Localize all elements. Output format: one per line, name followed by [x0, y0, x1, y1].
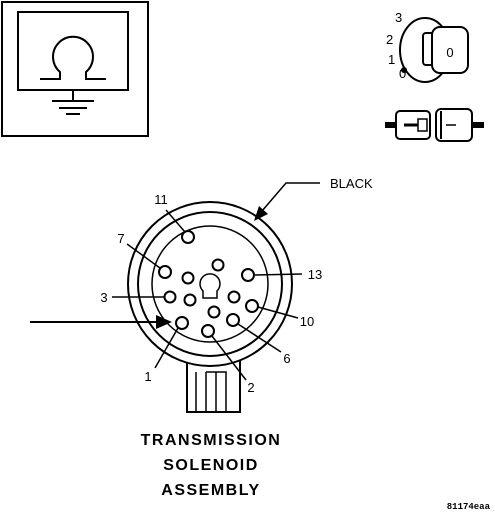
pin [181, 271, 195, 285]
pin-label-2: 2 [247, 380, 254, 395]
connector-pin-field [151, 225, 269, 343]
pin-1 [175, 316, 189, 330]
connector-tab [186, 360, 241, 413]
connector-tab-slots [195, 371, 227, 412]
pin-10 [245, 299, 259, 313]
pin-6 [226, 313, 240, 327]
connector-center-key [199, 273, 221, 299]
figure-code: 81174eaa [447, 502, 491, 512]
pin-3 [163, 290, 177, 304]
title-line-1: TRANSMISSION [141, 432, 282, 449]
pin-label-1: 1 [144, 369, 151, 384]
connector-inner-ring [137, 211, 283, 357]
ignition-position-0: 0 [399, 66, 406, 81]
pin-label-3: 3 [100, 290, 107, 305]
meter-display [17, 11, 129, 91]
pin-11 [181, 230, 195, 244]
pin-13 [241, 268, 255, 282]
pin [207, 305, 221, 319]
ignition-position-2: 2 [386, 32, 393, 47]
color-callout-line [261, 182, 320, 212]
ignition-position-1: 1 [388, 52, 395, 67]
pin-label-11: 11 [154, 192, 168, 207]
key-head-glyph: 0 [446, 45, 453, 60]
color-callout-arrowhead [254, 206, 268, 221]
test-probe-arrowhead [156, 315, 172, 329]
connector-pins [158, 230, 259, 338]
pin [227, 290, 241, 304]
pin-7 [158, 265, 172, 279]
ohmmeter-symbol [1, 1, 149, 137]
color-label: BLACK [330, 176, 373, 191]
ignition-key-icon: 3 2 1 0 0 [386, 10, 469, 83]
disconnected-connector-icon [385, 108, 484, 142]
ohm-icon [40, 35, 106, 80]
title-line-2: SOLENOID [163, 457, 259, 474]
ground-icon [52, 100, 94, 115]
pin-label-10: 10 [300, 314, 314, 329]
pin [183, 293, 197, 307]
solenoid-connector: BLACK 11 7 3 1 2 6 10 13 [30, 176, 373, 413]
ignition-position-3: 3 [395, 10, 402, 25]
pin-label-7: 7 [117, 231, 124, 246]
pin-leader-lines [112, 209, 303, 381]
title-line-3: ASSEMBLY [161, 482, 260, 499]
meter-outer-frame [1, 1, 149, 137]
pin [211, 258, 225, 272]
pin-label-13: 13 [308, 267, 322, 282]
pin-2 [201, 324, 215, 338]
key-head [431, 26, 469, 74]
ignition-off-marker [401, 67, 407, 73]
pin-label-6: 6 [283, 351, 290, 366]
